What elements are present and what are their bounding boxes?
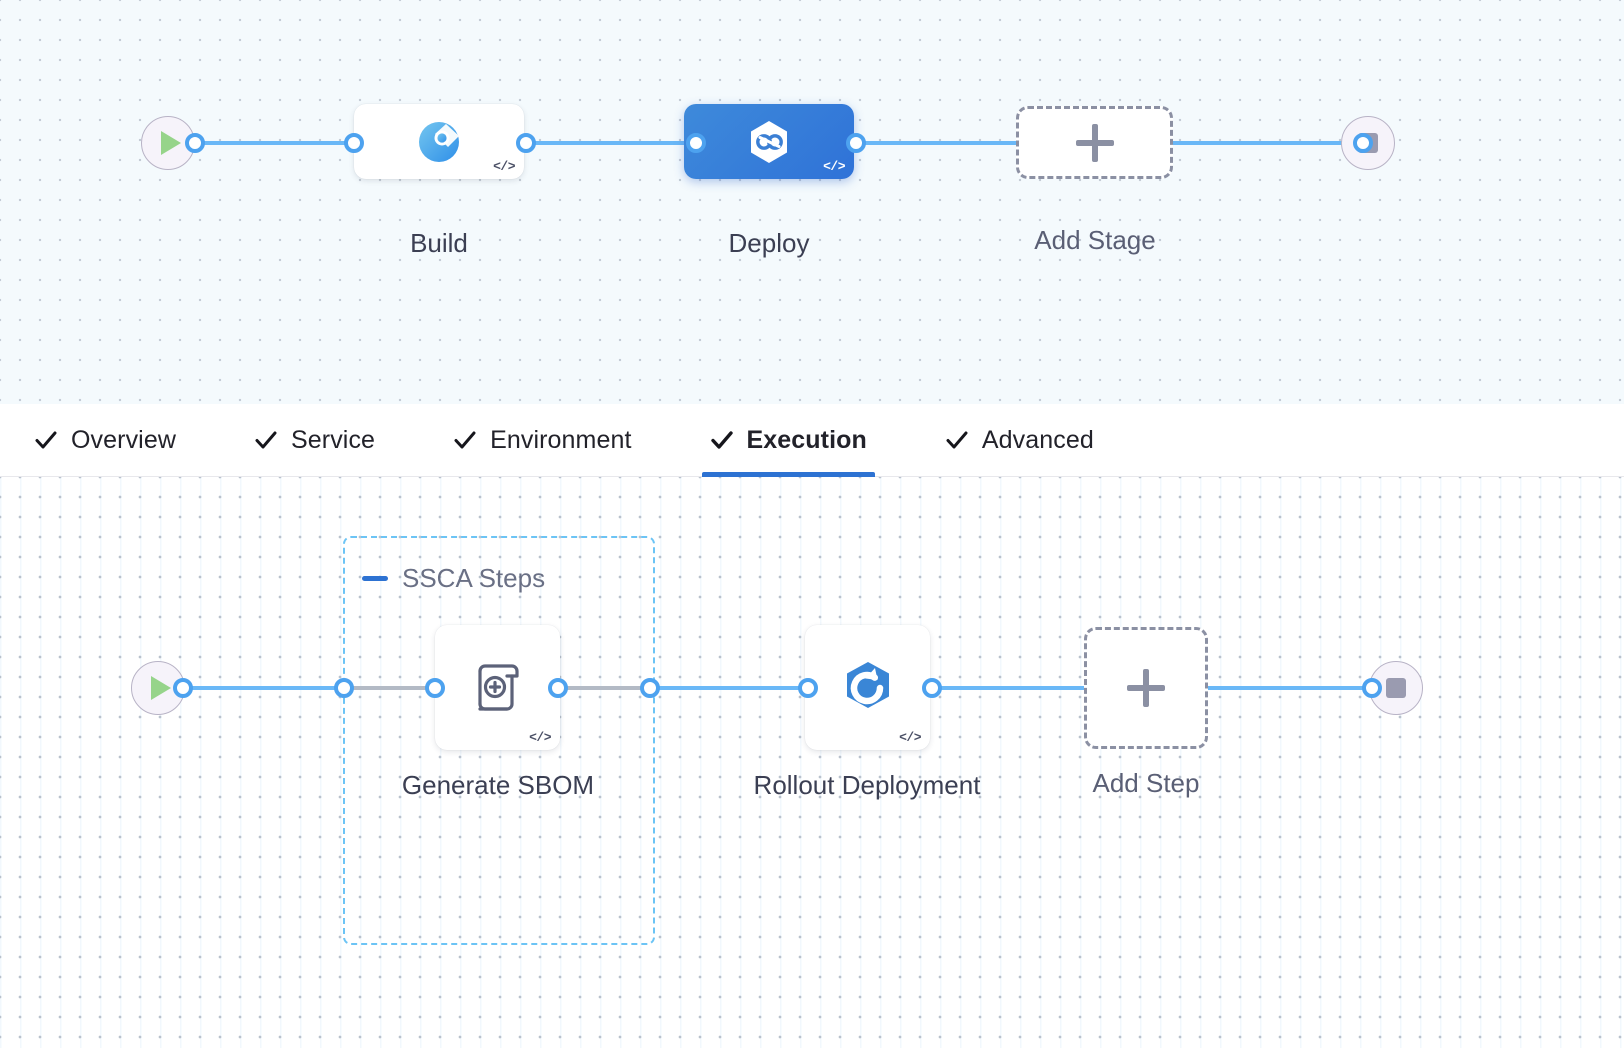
edge-addstep-to-end: [1205, 686, 1380, 690]
execution-steps-canvas[interactable]: SSCA Steps </> Generate SBOM: [0, 477, 1624, 1048]
rollout-code-badge: </>: [899, 730, 921, 745]
port-exec-start-out[interactable]: [173, 678, 193, 698]
add-stage-label: Add Stage: [1034, 225, 1156, 255]
tab-service-label: Service: [291, 425, 376, 454]
port-group-exit[interactable]: [640, 678, 660, 698]
edge-group-to-rollout: [648, 686, 818, 690]
tab-overview-label: Overview: [71, 425, 176, 454]
port-deploy-in[interactable]: [686, 133, 706, 153]
ci-build-icon: [419, 121, 459, 162]
check-icon: [254, 428, 278, 452]
add-step-label: Add Step: [1092, 768, 1200, 798]
play-icon: [151, 676, 171, 700]
port-rollout-out[interactable]: [922, 678, 942, 698]
tab-overview[interactable]: Overview: [30, 404, 180, 477]
plus-icon: [1075, 123, 1114, 162]
edge-build-to-deploy: [520, 141, 695, 145]
plus-icon: [1127, 669, 1165, 707]
stage-node-deploy[interactable]: </>: [684, 104, 854, 179]
sbom-scroll-icon: [477, 663, 519, 711]
check-icon: [453, 428, 477, 452]
step-label-rollout-deployment: Rollout Deployment: [753, 770, 981, 800]
play-icon: [161, 131, 181, 155]
check-icon: [710, 428, 734, 452]
cd-deploy-icon: [751, 120, 787, 163]
edge-rollout-to-addstep: [930, 686, 1105, 690]
tab-advanced-label: Advanced: [981, 425, 1094, 454]
tab-environment-label: Environment: [490, 425, 632, 454]
tab-execution-label: Execution: [746, 425, 867, 454]
stage-label-build: Build: [410, 228, 468, 258]
check-icon: [945, 428, 969, 452]
step-group-header[interactable]: SSCA Steps: [362, 563, 545, 594]
stage-node-build[interactable]: </>: [354, 104, 524, 179]
add-step-button[interactable]: [1084, 627, 1208, 749]
port-start-out[interactable]: [185, 133, 205, 153]
step-node-rollout-deployment[interactable]: </>: [805, 625, 930, 750]
edge-addstage-to-end: [1160, 141, 1360, 145]
deploy-code-badge: </>: [823, 159, 845, 174]
port-group-entry[interactable]: [334, 678, 354, 698]
step-group-title: SSCA Steps: [402, 563, 546, 593]
step-label-generate-sbom: Generate SBOM: [401, 770, 595, 800]
port-rollout-in[interactable]: [798, 678, 818, 698]
step-group-ssca[interactable]: [343, 536, 655, 945]
stage-config-tabs[interactable]: Overview Service Environment Execution A…: [0, 404, 1624, 477]
port-exec-end-in[interactable]: [1362, 678, 1382, 698]
sbom-code-badge: </>: [529, 730, 551, 745]
edge-start-to-group: [178, 686, 353, 690]
edge-start-to-build: [190, 141, 360, 145]
tab-service[interactable]: Service: [250, 404, 379, 477]
port-build-out[interactable]: [516, 133, 536, 153]
tab-environment[interactable]: Environment: [449, 404, 635, 477]
edge-deploy-to-addstage: [845, 141, 1025, 145]
port-build-in[interactable]: [344, 133, 364, 153]
edge-sbom-to-group-exit: [560, 686, 655, 690]
port-sbom-in[interactable]: [425, 678, 445, 698]
minus-icon[interactable]: [362, 576, 388, 581]
stage-label-deploy: Deploy: [728, 228, 810, 258]
stop-icon: [1386, 678, 1406, 698]
port-deploy-out[interactable]: [846, 133, 866, 153]
step-node-generate-sbom[interactable]: </>: [435, 625, 560, 750]
stage-graph-canvas[interactable]: </> Build </> Deploy Add Stage: [0, 0, 1624, 404]
port-end-in[interactable]: [1353, 133, 1373, 153]
tab-advanced[interactable]: Advanced: [941, 404, 1098, 477]
k8s-rollout-icon: [846, 661, 889, 708]
edge-group-entry-to-sbom: [346, 686, 438, 690]
check-icon: [34, 428, 58, 452]
build-code-badge: </>: [493, 159, 515, 174]
tab-execution[interactable]: Execution: [701, 404, 876, 477]
port-sbom-out[interactable]: [548, 678, 568, 698]
add-stage-button[interactable]: [1016, 106, 1173, 179]
